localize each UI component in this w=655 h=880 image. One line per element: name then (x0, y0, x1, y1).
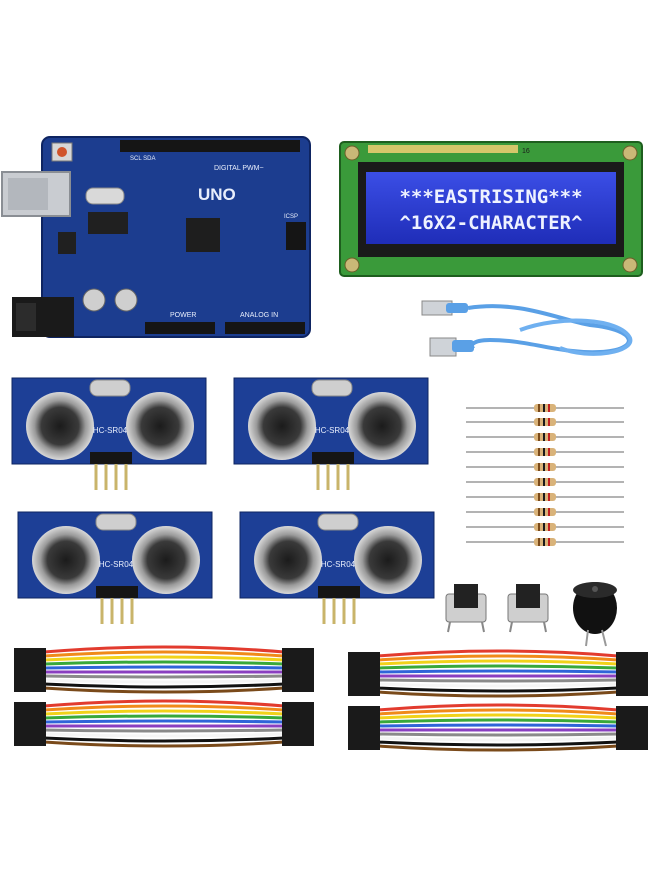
resistor (466, 508, 624, 516)
sensor-hc-sr04-4: HC-SR04 (239, 511, 435, 624)
analog-label: ANALOG IN (240, 312, 278, 319)
digital-header (120, 140, 300, 152)
jumper-bundle (348, 703, 648, 752)
buzzer (573, 582, 617, 647)
resistor (466, 538, 624, 546)
microcontroller-chip (186, 218, 220, 252)
usb-cable (421, 300, 633, 357)
resistor (466, 463, 624, 471)
power-label: POWER (170, 312, 196, 319)
scl-sda-label: SCL SDA (130, 156, 155, 162)
resistor (466, 418, 624, 426)
arduino-uno-board: UNO DIGITAL PWM~ POWER ANALOG IN ICSP SC… (1, 136, 311, 338)
push-button (507, 584, 549, 633)
icsp-label: ICSP (284, 214, 298, 220)
resistor (466, 493, 624, 501)
jumper-bundle (348, 649, 648, 698)
jumper-bundle (14, 699, 314, 748)
push-button (445, 584, 487, 633)
sensor-hc-sr04-3: HC-SR04 (17, 511, 213, 624)
resistor (466, 433, 624, 441)
resistor (466, 478, 624, 486)
resistor (466, 404, 624, 412)
sensor-model-label: HC-SR04 (315, 426, 350, 435)
sensor-hc-sr04-2: HC-SR04 (233, 377, 429, 490)
analog-header (225, 322, 305, 334)
lcd-module: 16 ***EASTRISING*** ^16X2-CHARACTER^ (339, 141, 643, 277)
resistors-group (466, 404, 624, 546)
sensor-hc-sr04-1: HC-SR04 (11, 377, 207, 490)
lcd-screen (366, 172, 616, 244)
lcd-line-2: ^16X2-CHARACTER^ (399, 212, 582, 234)
power-header (145, 322, 215, 334)
sensor-model-label: HC-SR04 (99, 560, 134, 569)
lcd-pin-label: 16 (522, 148, 530, 155)
resistor (466, 523, 624, 531)
jumper-bundle (14, 645, 314, 694)
sensor-model-label: HC-SR04 (321, 560, 356, 569)
lcd-line-1: ***EASTRISING*** (399, 186, 582, 208)
digital-label: DIGITAL PWM~ (214, 165, 264, 172)
board-label: UNO (198, 185, 236, 204)
resistor (466, 448, 624, 456)
sensor-model-label: HC-SR04 (93, 426, 128, 435)
lcd-pin-header (368, 145, 518, 153)
